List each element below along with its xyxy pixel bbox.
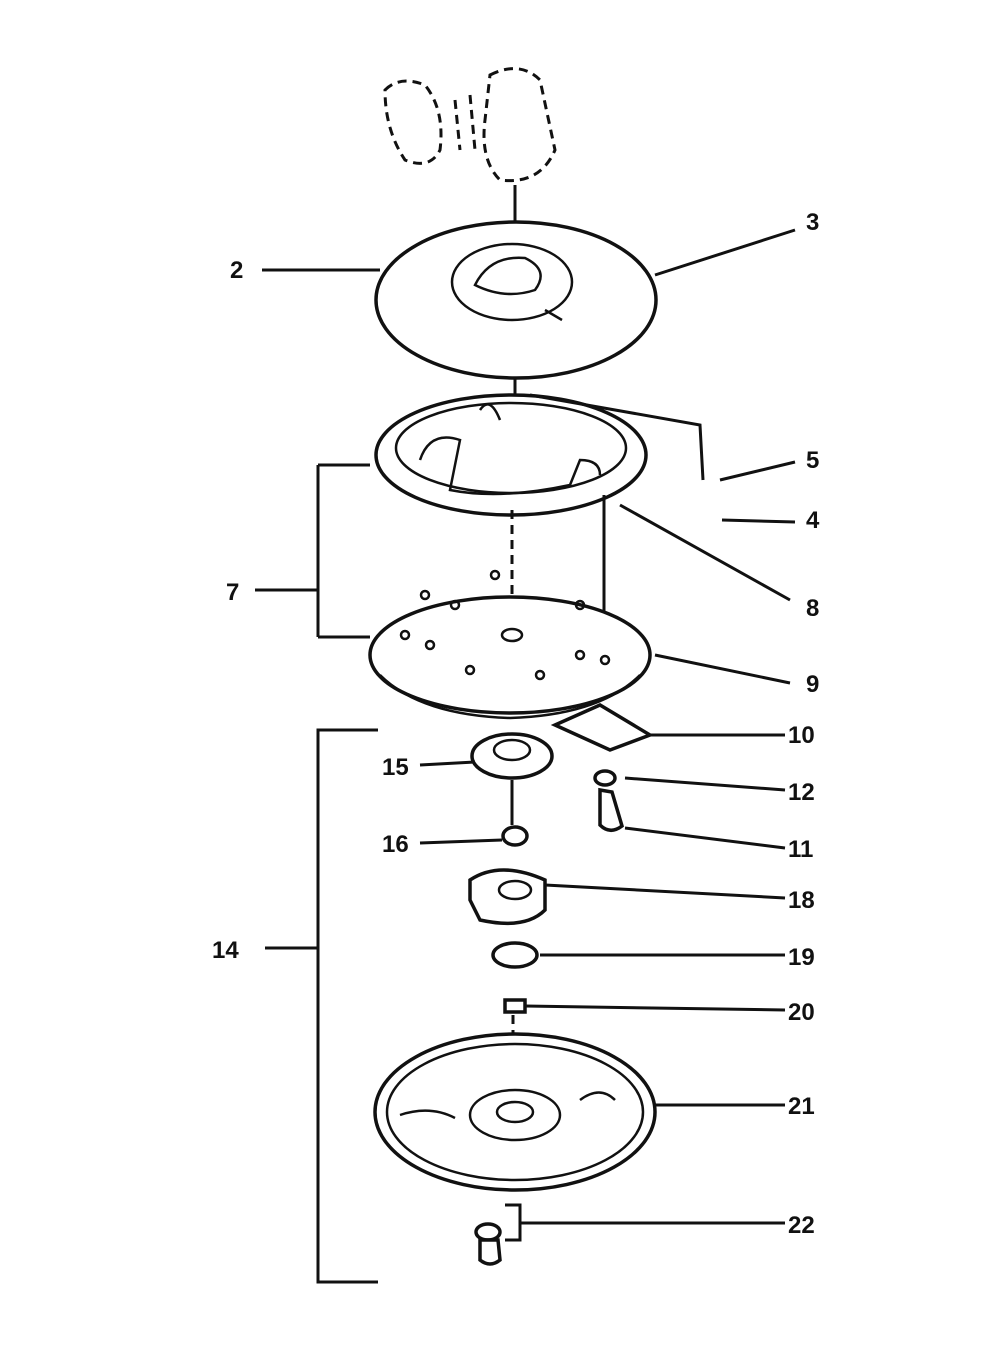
label-14: 14 (212, 937, 239, 964)
label-21: 21 (788, 1093, 815, 1120)
part-18 (468, 868, 547, 926)
motor-outline (383, 67, 557, 183)
part-21 (373, 1032, 657, 1192)
leader-lines (255, 228, 796, 1284)
label-7: 7 (226, 579, 239, 606)
label-8: 8 (806, 595, 819, 622)
label-18: 18 (788, 887, 815, 914)
part-20 (503, 998, 527, 1014)
part-22 (474, 1222, 502, 1266)
label-15: 15 (382, 754, 409, 781)
part-16 (501, 825, 529, 847)
label-9: 9 (806, 671, 819, 698)
label-16: 16 (382, 831, 409, 858)
label-11: 11 (788, 836, 813, 863)
label-10: 10 (788, 722, 815, 749)
label-19: 19 (788, 944, 815, 971)
part-15 (470, 732, 554, 780)
label-4: 4 (806, 507, 820, 534)
label-5: 5 (806, 447, 819, 474)
label-2: 2 (230, 257, 243, 284)
part-cover (374, 220, 658, 380)
part-screw-11 (598, 787, 625, 832)
part-19 (491, 941, 539, 969)
label-22: 22 (788, 1212, 815, 1239)
label-20: 20 (788, 999, 815, 1026)
part-plate (368, 569, 652, 720)
label-12: 12 (788, 779, 815, 806)
part-washer-12 (593, 769, 617, 787)
label-3: 3 (806, 209, 819, 236)
